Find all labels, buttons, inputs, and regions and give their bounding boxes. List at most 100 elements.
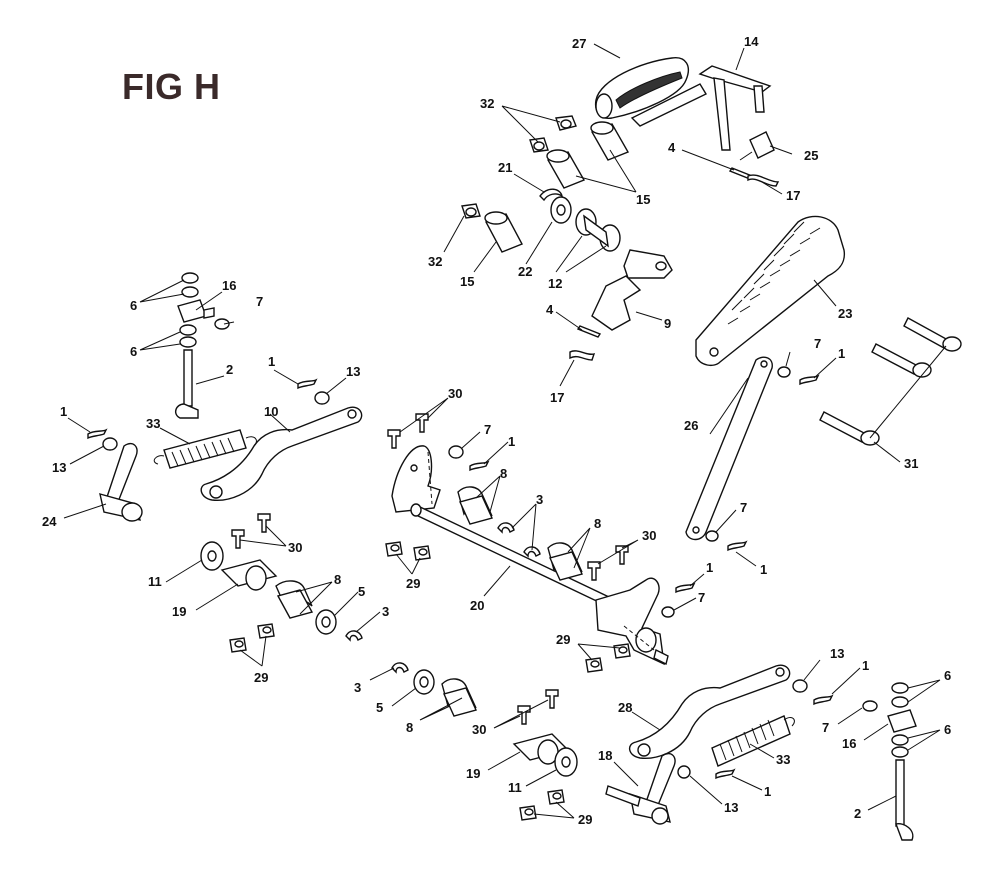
callout-32: 32 (480, 96, 494, 111)
callout-5: 5 (376, 700, 383, 715)
callout-7: 7 (814, 336, 821, 351)
washer-22-part (550, 196, 572, 224)
rod-2-left-part (174, 349, 199, 419)
callout-2: 2 (854, 806, 861, 821)
half-bushing-8-left-part (275, 580, 314, 619)
callout-5: 5 (358, 584, 365, 599)
washer-7-center-part (448, 445, 464, 459)
callout-19: 19 (466, 766, 480, 781)
callout-26: 26 (684, 418, 698, 433)
bushing-11-lower-part (554, 747, 578, 777)
figure-title: FIG H (122, 66, 221, 107)
callout-1: 1 (706, 560, 713, 575)
callout-8: 8 (406, 720, 413, 735)
clip-3-left-part (345, 630, 363, 642)
clip-1-shaft-right-part (675, 582, 696, 594)
callout-labels: 27 14 32 4 25 17 21 15 32 15 22 12 23 4 … (42, 34, 951, 827)
callout-3: 3 (354, 680, 361, 695)
leader-lines (63, 43, 941, 819)
arm-10-part (200, 406, 363, 501)
washer-7-shaft-right-part (661, 606, 675, 618)
rod-2-right-part (895, 759, 914, 841)
spacer-15-b-part (546, 149, 586, 189)
callout-29: 29 (254, 670, 268, 685)
callout-23: 23 (838, 306, 852, 321)
callout-24: 24 (42, 514, 57, 529)
washer-5-lower-part (413, 669, 435, 695)
callout-6: 6 (944, 668, 951, 683)
nut-32-top-part (555, 115, 577, 131)
callout-22: 22 (518, 264, 532, 279)
callout-1: 1 (60, 404, 67, 419)
clip-1-right-top-part (813, 694, 834, 706)
bolts-30-center-part (387, 413, 429, 449)
callout-8: 8 (334, 572, 341, 587)
washer-7-r2-part (705, 530, 719, 542)
clip-1-center-part (469, 460, 490, 472)
callout-1: 1 (760, 562, 767, 577)
callout-6: 6 (944, 722, 951, 737)
half-bushing-8-lower-part (441, 678, 477, 717)
nuts-29-lower-part (519, 789, 565, 821)
washer-5-left-part (315, 609, 337, 635)
callout-2: 2 (226, 362, 233, 377)
callout-29: 29 (406, 576, 420, 591)
clip-17-top-part (747, 174, 780, 187)
callout-15: 15 (636, 192, 650, 207)
callout-13: 13 (52, 460, 66, 475)
callout-10: 10 (264, 404, 278, 419)
callout-7: 7 (256, 294, 263, 309)
arm-28-part (629, 664, 791, 759)
bushing-11-left-part (200, 541, 224, 571)
spacer-15-c-part (484, 211, 523, 253)
callout-3: 3 (382, 604, 389, 619)
right-bracket-shaft-part (595, 577, 669, 666)
callout-7: 7 (698, 590, 705, 605)
nut-stack-6-top-left-part (177, 272, 215, 348)
clip-3-center-part (497, 522, 541, 558)
callout-7: 7 (822, 720, 829, 735)
callout-15: 15 (460, 274, 474, 289)
bolts-30-left-part (231, 513, 271, 549)
callout-30: 30 (642, 528, 656, 543)
callout-1: 1 (508, 434, 515, 449)
clip-3-lower-part (391, 662, 409, 674)
washer-13-right-top-part (792, 679, 808, 693)
callout-30: 30 (288, 540, 302, 555)
half-bushing-8-center-part (457, 486, 583, 581)
bolts-30-right-part (587, 545, 629, 581)
callout-6: 6 (130, 298, 137, 313)
callout-18: 18 (598, 748, 612, 763)
callout-13: 13 (346, 364, 360, 379)
arm-18-part (605, 752, 676, 825)
lift-lever-part (630, 65, 772, 151)
bolts-31-part (819, 317, 962, 446)
clip-21-part (539, 188, 564, 202)
callout-1: 1 (838, 346, 845, 361)
callout-17: 17 (550, 390, 564, 405)
nuts-29-center-part (385, 541, 431, 561)
callout-3: 3 (536, 492, 543, 507)
callout-30: 30 (472, 722, 486, 737)
callout-27: 27 (572, 36, 586, 51)
spring-25-part (739, 131, 775, 161)
callout-9: 9 (664, 316, 671, 331)
spacer-15-a-part (590, 121, 630, 161)
nut-32-mid-part (529, 137, 549, 153)
callout-8: 8 (594, 516, 601, 531)
callout-21: 21 (498, 160, 512, 175)
callout-17: 17 (786, 188, 800, 203)
washer-7-right-part (862, 700, 878, 712)
washer-13-right-bottom-part (677, 765, 691, 779)
callout-13: 13 (724, 800, 738, 815)
callout-28: 28 (618, 700, 632, 715)
washer-7-r1-part (777, 366, 791, 378)
callout-7: 7 (484, 422, 491, 437)
callout-1: 1 (268, 354, 275, 369)
callout-13: 13 (830, 646, 844, 661)
clip-1-left-mid-part (87, 428, 108, 440)
washer-7-left-part (214, 318, 230, 330)
clip-1-r2-part (727, 540, 748, 552)
spring-33-left-part (153, 429, 257, 469)
